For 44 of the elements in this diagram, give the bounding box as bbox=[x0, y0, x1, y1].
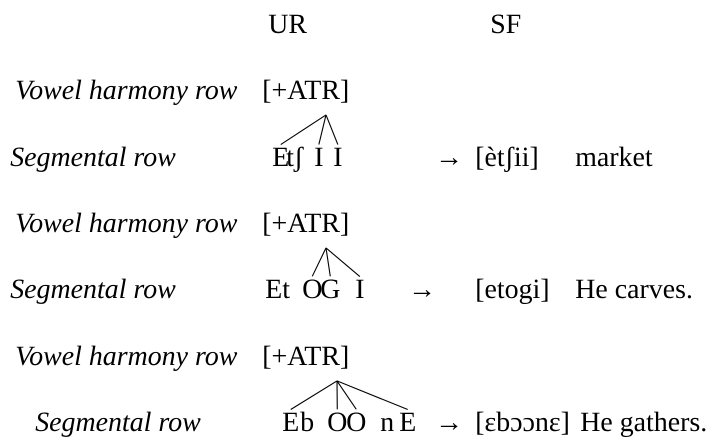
segment-letter: I bbox=[315, 148, 323, 166]
association-line bbox=[336, 380, 408, 410]
row-label: Segmental row bbox=[36, 412, 201, 437]
segment-letter: O bbox=[347, 412, 366, 432]
segment-text: b bbox=[300, 412, 314, 432]
association-line bbox=[336, 380, 338, 410]
column-heading: SF bbox=[492, 14, 520, 34]
feature-label: [+ATR] bbox=[264, 80, 348, 103]
segment-letter: O bbox=[328, 412, 346, 432]
association-line bbox=[280, 114, 326, 145]
column-heading: UR bbox=[268, 14, 307, 34]
segment-letter: I bbox=[356, 280, 364, 298]
association-line bbox=[326, 114, 338, 145]
association-line bbox=[290, 380, 338, 410]
association-line bbox=[325, 248, 331, 276]
gloss-text: market bbox=[576, 146, 652, 166]
surface-form: [etogi] bbox=[477, 278, 548, 304]
derivation-arrow: → bbox=[440, 423, 458, 430]
row-label: Vowel harmony row bbox=[16, 346, 238, 371]
gloss-text: He gathers. bbox=[581, 412, 706, 437]
association-line bbox=[312, 248, 326, 277]
surface-form: [ètʃii] bbox=[477, 146, 537, 172]
row-label: Segmental row bbox=[10, 146, 176, 172]
row-label: Vowel harmony row bbox=[16, 80, 238, 105]
segment-letter: E bbox=[400, 412, 415, 431]
segment-text: tʃ bbox=[286, 146, 304, 172]
row-label: Segmental row bbox=[10, 278, 176, 304]
segment-letter: G bbox=[321, 280, 340, 298]
association-line bbox=[336, 380, 357, 410]
association-line bbox=[326, 248, 360, 277]
segment-letter: E bbox=[273, 148, 288, 166]
segment-letter: O bbox=[303, 280, 322, 298]
segment-letter: I bbox=[334, 148, 342, 166]
derivation-arrow: → bbox=[414, 290, 430, 297]
derivation-arrow: → bbox=[440, 158, 458, 165]
association-line bbox=[318, 114, 327, 145]
segment-text: n bbox=[380, 418, 394, 431]
row-label: Vowel harmony row bbox=[16, 212, 238, 238]
segment-text: Et bbox=[266, 280, 290, 298]
feature-label: [+ATR] bbox=[264, 346, 348, 369]
feature-label: [+ATR] bbox=[264, 212, 348, 236]
segment-letter: E bbox=[283, 412, 298, 431]
gloss-text: He carves. bbox=[576, 280, 692, 298]
surface-form: [ɛbɔɔnɛ] bbox=[477, 412, 568, 435]
